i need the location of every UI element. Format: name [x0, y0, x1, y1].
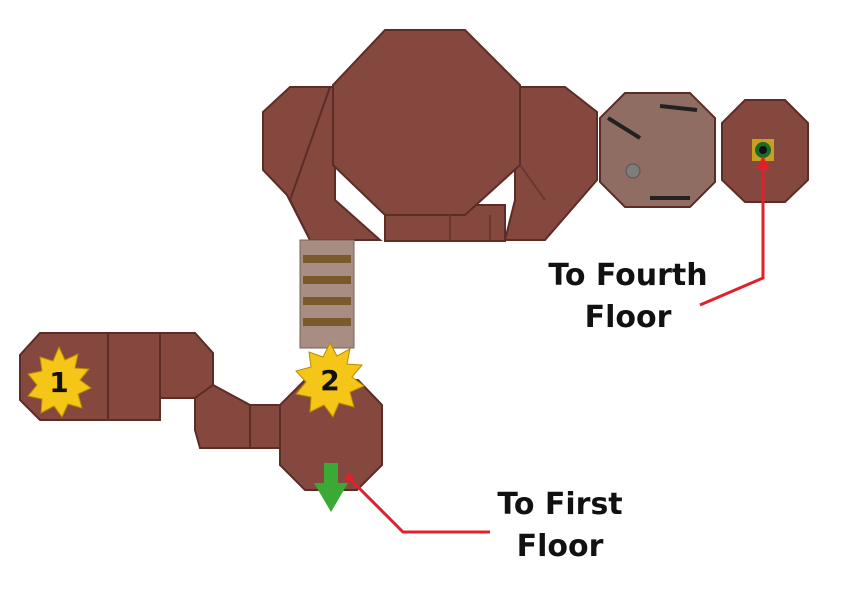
main-hall	[262, 29, 598, 242]
diagonal-passage	[194, 383, 251, 449]
south-octagon-room	[279, 379, 383, 491]
landing-room	[599, 92, 716, 208]
boulder-icon	[625, 163, 641, 179]
arrow-down-icon[interactable]	[314, 463, 348, 512]
callout-line-fourth-floor	[699, 156, 770, 307]
callout-line-first-floor	[345, 474, 490, 534]
marker-number: 2	[320, 364, 339, 397]
star-burst-icon	[27, 345, 92, 418]
star-burst-icon	[295, 341, 365, 418]
hole-icon	[752, 139, 774, 161]
to-first-floor-label: To First Floor	[497, 487, 623, 564]
octagon-great-room	[332, 29, 521, 216]
to-fourth-floor-label: To Fourth Floor	[548, 258, 708, 335]
marker-number: 1	[49, 366, 68, 399]
east-wing-room	[503, 86, 598, 241]
west-room-3	[159, 332, 214, 399]
marker-1[interactable]: 1	[27, 345, 92, 418]
stairway	[299, 239, 355, 349]
west-room-2	[107, 332, 161, 421]
east-room	[721, 99, 809, 203]
marker-2[interactable]: 2	[295, 341, 365, 418]
connector-room	[249, 404, 281, 449]
